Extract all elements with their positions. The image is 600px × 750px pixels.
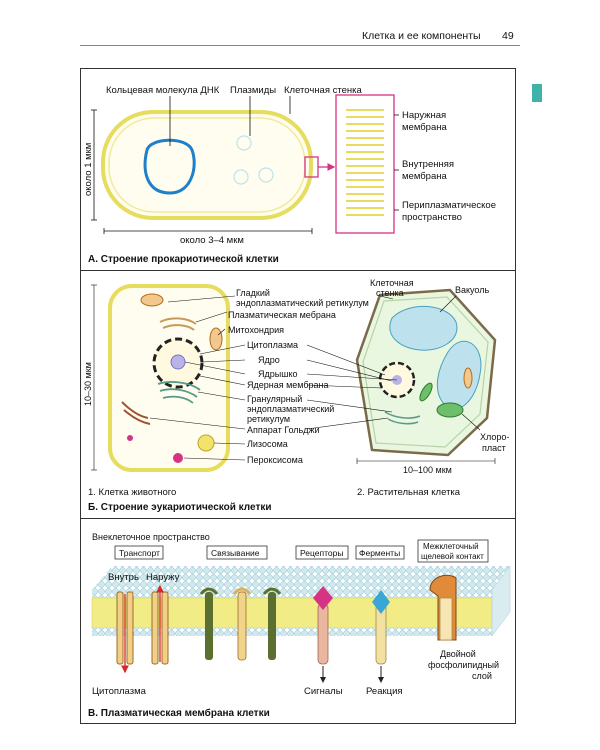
prokaryote-cell-wall	[101, 110, 313, 220]
svg-text:пространство: пространство	[402, 212, 462, 223]
svg-text:мембрана: мембрана	[402, 122, 447, 133]
label-smooth-er: Гладкий	[236, 288, 270, 298]
binding-proteins	[199, 587, 282, 661]
page-number: 49	[502, 30, 514, 42]
animal-cell-diagram	[108, 284, 230, 472]
tag-transport: Транспорт	[119, 548, 160, 558]
panel-divider-b-c	[80, 518, 516, 519]
svg-text:ретикулум: ретикулум	[247, 414, 290, 424]
transport-channel	[116, 591, 134, 665]
label-outer-membrane: Наружная	[402, 110, 446, 121]
label-height-size: около 1 мкм	[83, 143, 94, 196]
label-lysosome: Лизосома	[247, 439, 288, 449]
svg-text:эндоплазматический ретикулум: эндоплазматический ретикулум	[236, 298, 369, 308]
golgi	[121, 401, 151, 425]
prokaryote-diagram	[91, 94, 399, 234]
plasmid	[258, 167, 274, 183]
cell-wall-detail-box	[335, 94, 395, 234]
label-chloroplast: Хлоро-	[480, 432, 509, 442]
label-animal-size: 10–30 мкм	[83, 362, 93, 406]
plant-vacuole	[436, 340, 482, 410]
chapter-tab-marker	[532, 84, 542, 102]
label-plasmids: Плазмиды	[230, 85, 276, 96]
label-outward: Наружу	[146, 572, 180, 583]
chloroplast	[436, 402, 464, 418]
label-width-size: около 3–4 мкм	[180, 235, 244, 246]
animal-nucleolus	[170, 354, 186, 370]
wall-layers	[346, 109, 384, 216]
label-reaction: Реакция	[366, 686, 403, 697]
plant-cell-diagram	[355, 288, 497, 457]
label-peroxisome: Пероксисома	[247, 455, 303, 465]
circular-dna	[143, 138, 196, 195]
tag-receptors: Рецепторы	[300, 548, 344, 558]
label-mitochondria: Митохондрия	[228, 325, 284, 335]
tag-gap-junction: Межклеточный	[423, 542, 479, 551]
panel-b-leader-lines	[91, 284, 496, 471]
svg-text:слой: слой	[472, 671, 492, 681]
label-signals: Сигналы	[304, 686, 343, 697]
svg-text:мембрана: мембрана	[402, 171, 447, 182]
rough-er	[157, 381, 201, 404]
label-plant-cell-wall: Клеточная	[370, 278, 414, 288]
label-nucleolus: Ядрышко	[258, 369, 298, 379]
label-inward: Внутрь	[108, 572, 139, 583]
figure-frame	[80, 68, 516, 724]
header-rule	[80, 45, 520, 46]
svg-text:эндоплазматический: эндоплазматический	[247, 404, 334, 414]
enzyme-protein	[372, 590, 390, 665]
plasmid	[236, 135, 252, 151]
caption-panel-c: В. Плазматическая мембрана клетки	[88, 707, 270, 719]
label-cytoplasm: Цитоплазма	[247, 340, 298, 350]
plant-vacuole	[389, 305, 458, 351]
chloroplast	[419, 382, 433, 402]
svg-text:щелевой контакт: щелевой контакт	[421, 552, 484, 561]
mitochondrion	[209, 327, 223, 351]
svg-text:пласт: пласт	[482, 443, 506, 453]
vesicle	[127, 435, 133, 441]
panel-divider-a-b	[80, 270, 516, 271]
bilayer-hydrophobic-core	[91, 597, 493, 629]
label-plant-size: 10–100 мкм	[403, 465, 452, 475]
label-plasma-membrane: Плазматическая мебрана	[228, 310, 336, 320]
label-nucleus: Ядро	[258, 355, 280, 365]
label-golgi: Аппарат Гольджи	[247, 425, 320, 435]
membrane-diagram	[91, 565, 511, 683]
label-circular-dna: Кольцевая молекула ДНК	[106, 85, 220, 96]
label-periplasmic-space: Периплазматическое	[402, 200, 496, 211]
label-cell-wall: Клеточная стенка	[284, 85, 363, 96]
gap-junction	[429, 574, 457, 641]
plasmid	[233, 169, 249, 185]
smooth-er	[159, 317, 197, 331]
receptor-protein	[313, 586, 333, 665]
caption-plant-cell: 2. Растительная клетка	[357, 487, 461, 498]
bilayer-top-surface	[92, 566, 510, 590]
mitochondrion	[140, 293, 164, 307]
label-vacuole: Вакуоль	[455, 285, 489, 295]
label-membrane-cytoplasm: Цитоплазма	[92, 686, 147, 697]
plant-mitochondrion	[463, 367, 473, 389]
tag-enzymes: Ферменты	[359, 548, 400, 558]
running-header-title: Клетка и ее компоненты	[362, 30, 481, 42]
lysosome	[197, 434, 215, 452]
caption-panel-b: Б. Строение эукариотической клетки	[88, 502, 272, 513]
svg-text:фосфолипидный: фосфолипидный	[428, 660, 499, 670]
label-nuclear-membrane: Ядерная мембрана	[247, 380, 329, 390]
tag-binding: Связывание	[211, 548, 260, 558]
peroxisome	[173, 453, 183, 463]
label-rough-er: Гранулярный	[247, 394, 302, 404]
label-extracellular-space: Внеклеточное пространство	[92, 532, 210, 542]
membrane-function-tags	[114, 539, 489, 563]
label-phospholipid-bilayer: Двойной	[440, 649, 476, 659]
transport-channel	[151, 591, 169, 665]
svg-text:стенка: стенка	[376, 288, 404, 298]
caption-animal-cell: 1. Клетка животного	[88, 487, 176, 498]
caption-panel-a: А. Строение прокариотической клетки	[88, 254, 279, 265]
label-inner-membrane: Внутренняя	[402, 159, 454, 170]
